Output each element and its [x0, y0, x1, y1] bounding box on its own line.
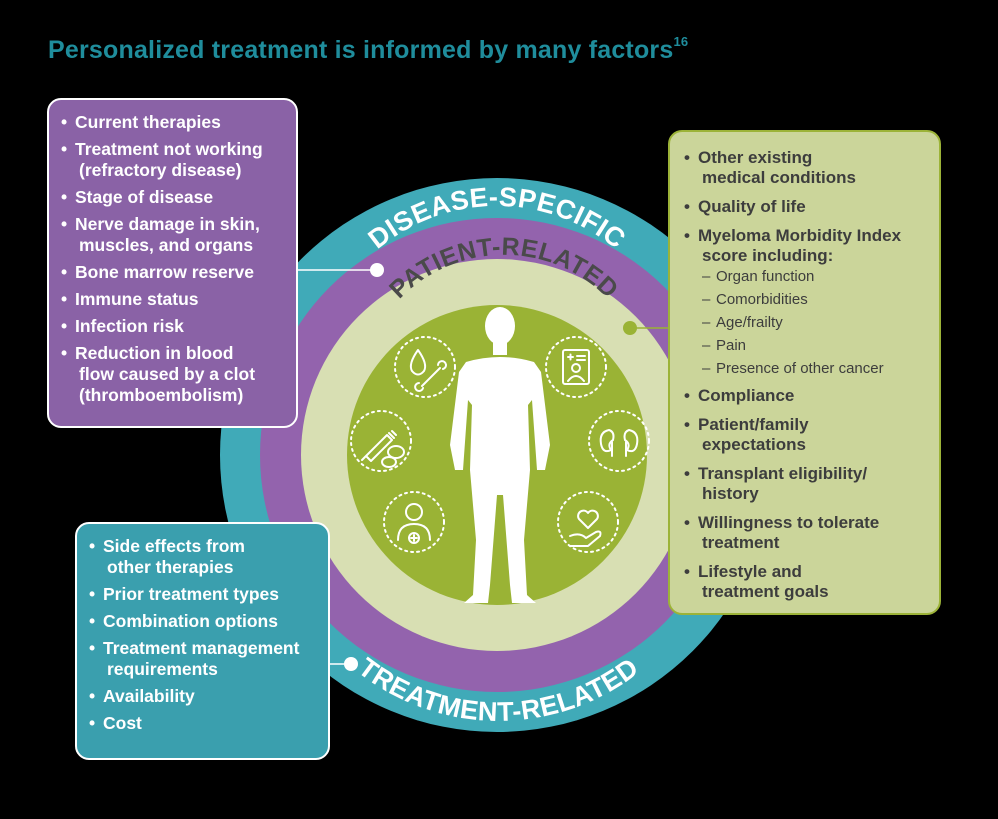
droplet-bone-icon: [394, 336, 456, 398]
connector-disease: [298, 263, 384, 277]
connector-treatment: [330, 657, 358, 671]
disease-specific-box: Current therapies Treatment not working(…: [47, 98, 298, 428]
medical-record-icon: [545, 336, 607, 398]
morbidity-index-sublist: Organ function Comorbidities Age/frailty…: [698, 268, 929, 377]
title-text: Personalized treatment is informed by ma…: [48, 36, 674, 64]
human-figure-icon: [450, 307, 550, 603]
list-item: Bone marrow reserve: [61, 262, 286, 283]
list-item: Stage of disease: [61, 187, 286, 208]
list-item: Immune status: [61, 289, 286, 310]
list-item: Nerve damage in skin,muscles, and organs: [61, 214, 286, 256]
list-item: Infection risk: [61, 316, 286, 337]
list-item: Treatment not working(refractory disease…: [61, 139, 286, 181]
disease-specific-list: Current therapies Treatment not working(…: [61, 112, 286, 406]
list-item: Combination options: [89, 611, 318, 632]
heart-hand-icon: [557, 491, 619, 553]
sub-list-item: Age/frailty: [698, 314, 929, 331]
sub-list-item: Presence of other cancer: [698, 360, 929, 377]
page-title: Personalized treatment is informed by ma…: [48, 33, 689, 65]
kidneys-icon: [588, 410, 650, 472]
syringe-pills-icon: [350, 410, 412, 472]
list-item: Prior treatment types: [89, 584, 318, 605]
connector-patient: [623, 321, 668, 335]
list-item: Cost: [89, 713, 318, 734]
list-item: Availability: [89, 686, 318, 707]
list-item: Current therapies: [61, 112, 286, 133]
sub-list-item: Comorbidities: [698, 291, 929, 308]
person-plus-icon: [383, 491, 445, 553]
sub-list-item: Pain: [698, 337, 929, 354]
title-footnote: 16: [673, 33, 689, 49]
sub-list-item: Organ function: [698, 268, 929, 285]
list-item: Transplant eligibility/history: [684, 464, 929, 504]
list-item: Quality of life: [684, 197, 929, 217]
list-item: Compliance: [684, 386, 929, 406]
